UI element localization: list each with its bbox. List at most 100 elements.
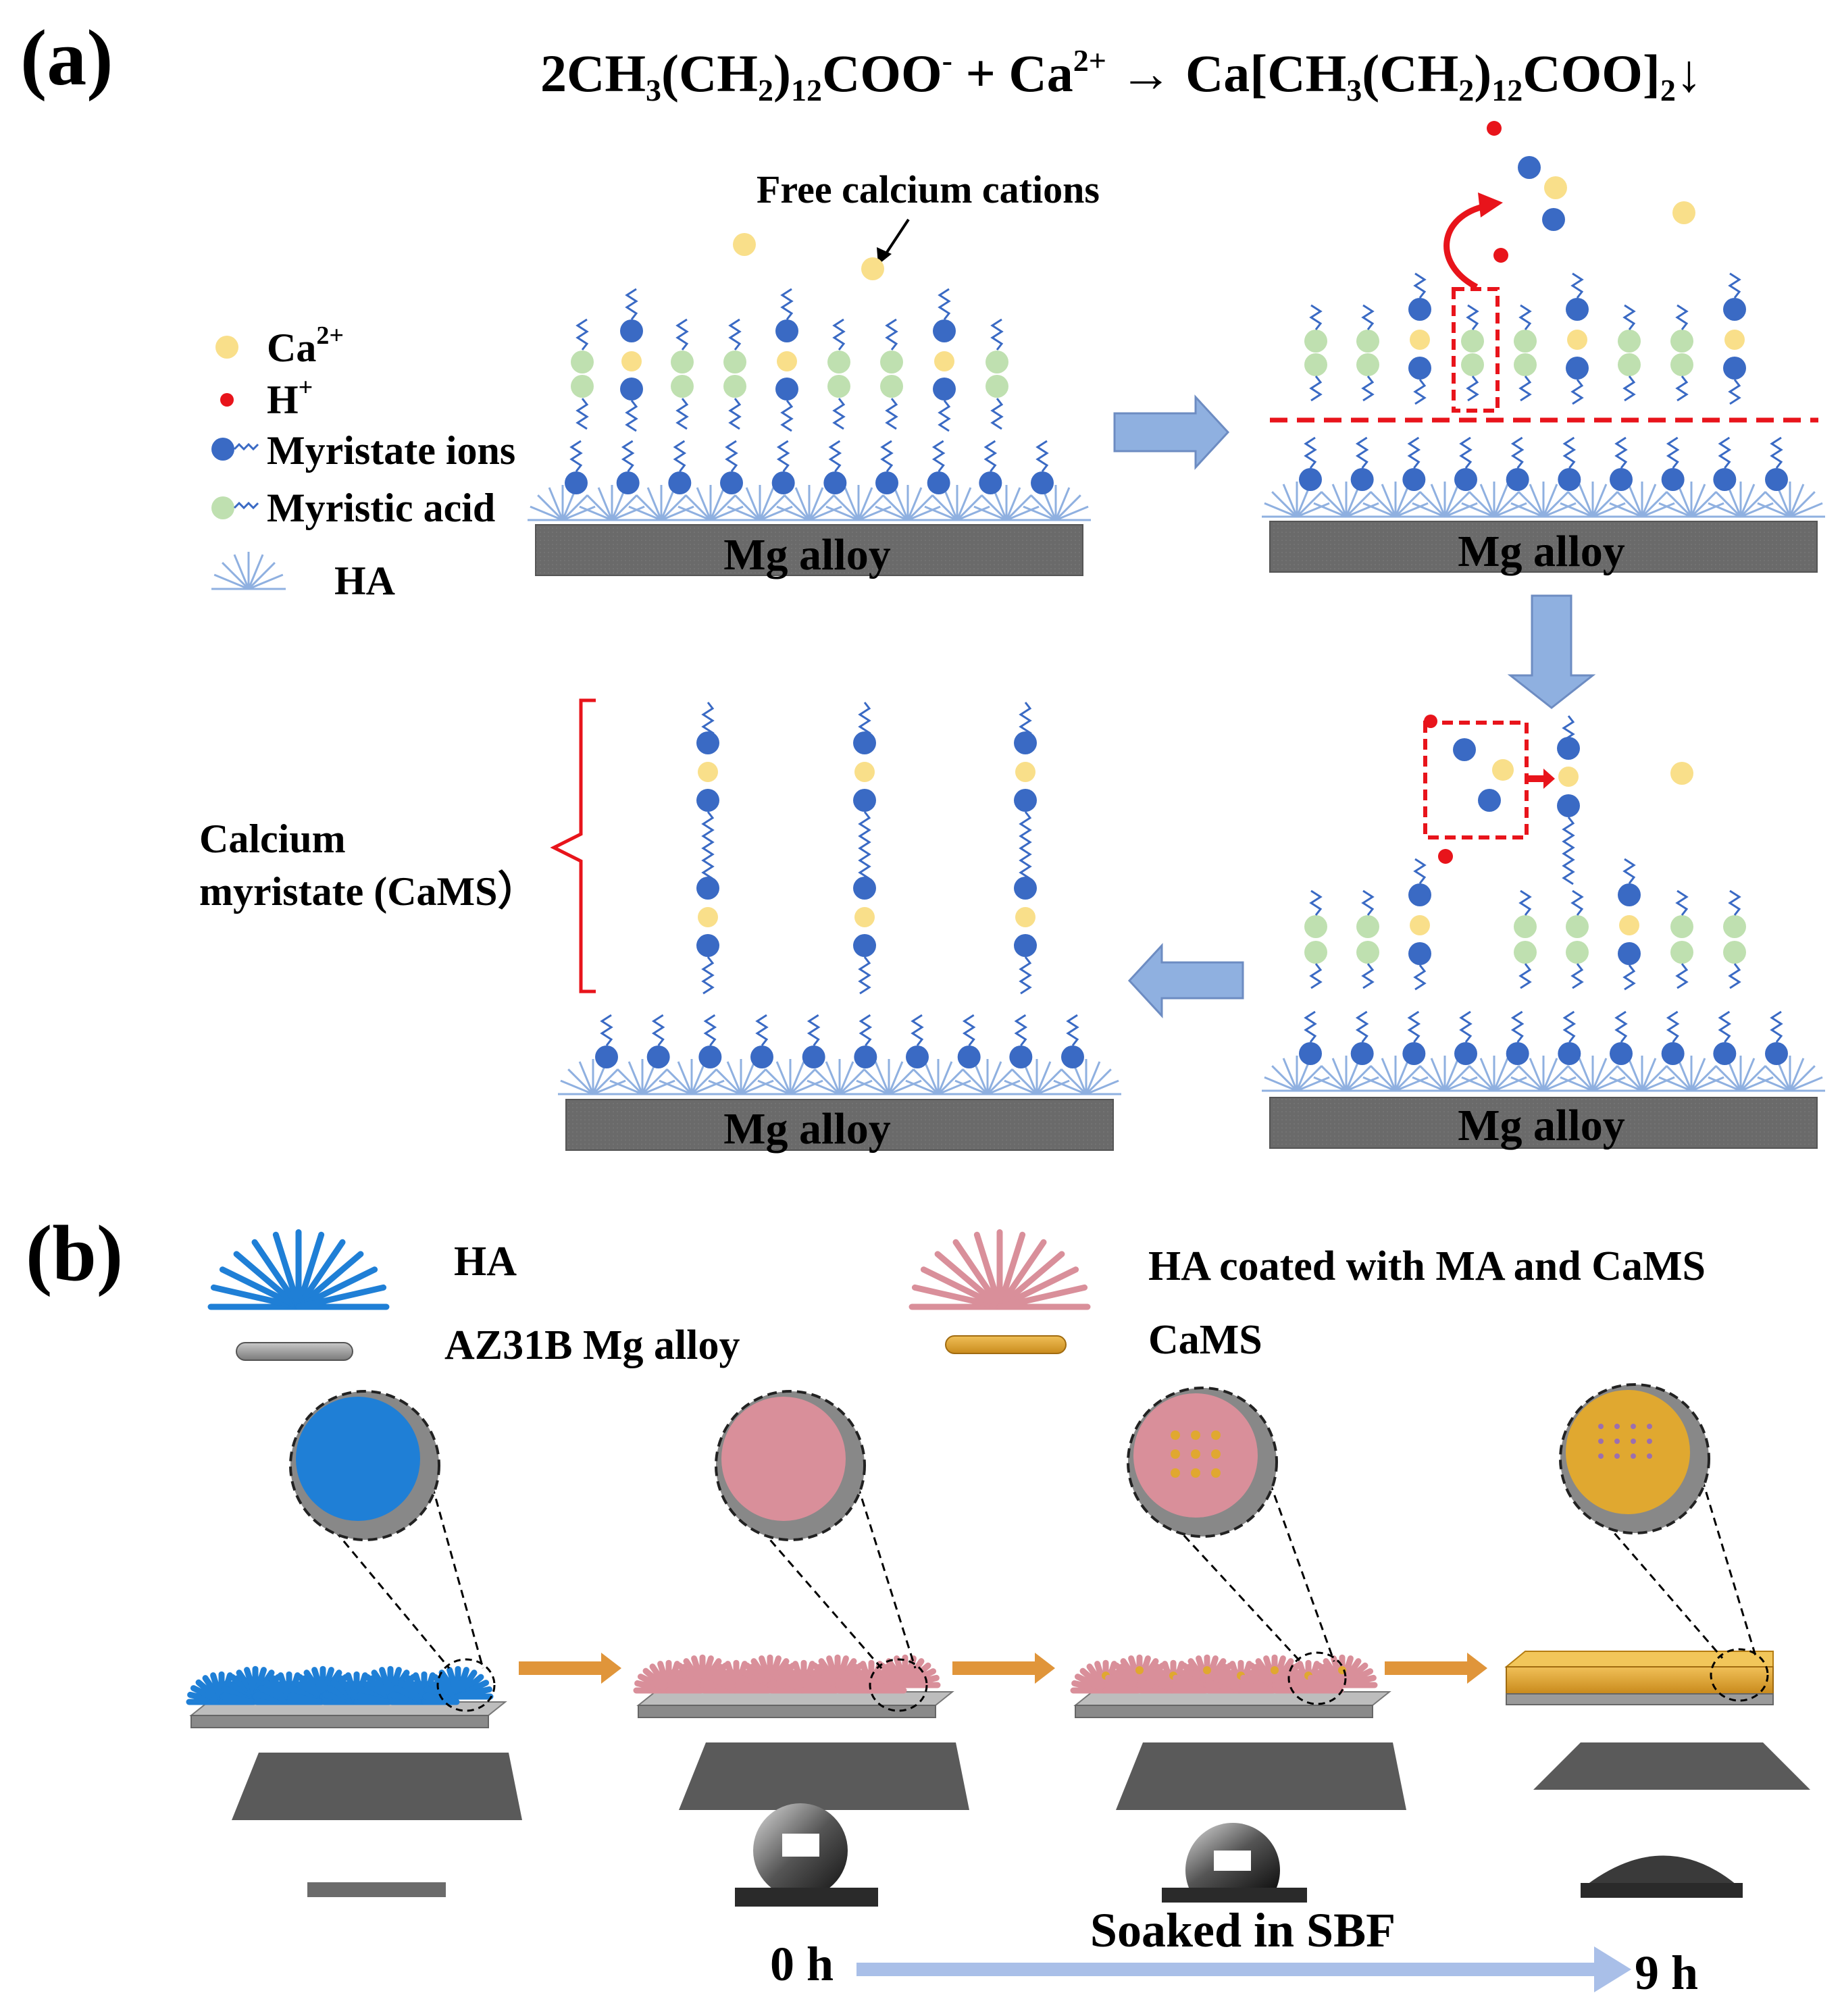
alkyl-tail — [983, 440, 998, 472]
ha-needle — [956, 494, 983, 521]
process-arrow-down — [1507, 594, 1596, 709]
alkyl-tail — [625, 400, 638, 432]
legend-myristate-label: Myristate ions — [267, 428, 515, 473]
ha-rod — [272, 1231, 302, 1310]
alkyl-tail — [1309, 963, 1323, 989]
myristic-acid — [671, 375, 694, 398]
ha-rod — [295, 1251, 364, 1310]
alkyl-tail — [1019, 811, 1032, 880]
myristate-ion — [1618, 942, 1641, 965]
ha-needle — [213, 573, 249, 590]
myristic-acid — [1670, 941, 1693, 964]
legend-myristic-tail — [233, 501, 259, 510]
ha-needle — [1578, 1058, 1594, 1091]
ha-needle — [937, 1068, 964, 1095]
alkyl-tail — [780, 288, 794, 320]
ha-needle — [1567, 491, 1594, 518]
legend-a: Ca2+ H+ Myristate ions Myristic acid HA — [211, 321, 515, 603]
anchored-myristate — [1713, 468, 1737, 491]
ha-needle — [1542, 1058, 1558, 1091]
ha-needle — [1321, 491, 1348, 518]
alkyl-tail — [1570, 963, 1584, 989]
ha-needle — [592, 1079, 626, 1095]
panel-a: (a) 2CH3(CH2)12COO- + Ca2+ → Ca[CH3(CH2)… — [20, 14, 1825, 1154]
ha-rod — [934, 1251, 1003, 1310]
ha-needle — [745, 487, 761, 521]
anchored-myristate — [1350, 468, 1374, 491]
alkyl-tail — [1570, 889, 1584, 916]
alkyl-tail — [962, 1014, 976, 1046]
anchored-myristate — [698, 1045, 722, 1068]
alkyl-tail — [1666, 1010, 1680, 1043]
anchored-myristate — [802, 1045, 825, 1068]
ha-needle — [1430, 484, 1446, 517]
ha-needle — [784, 494, 811, 521]
zoom-content — [1566, 1390, 1690, 1514]
ha-needle — [858, 505, 892, 521]
ca-ion — [934, 351, 954, 371]
myristic-acid — [986, 351, 1008, 373]
ha-needle — [530, 505, 563, 521]
alkyl-tail — [651, 1014, 665, 1046]
ca-ion — [1015, 762, 1035, 782]
alkyl-tail — [1459, 436, 1473, 469]
ha-needle — [938, 1079, 971, 1095]
cams-particle — [1211, 1468, 1221, 1478]
ha-needle — [923, 1061, 940, 1095]
ha-needle — [1370, 491, 1397, 518]
ha-needle — [691, 1079, 725, 1095]
anchored-myristate — [1031, 471, 1054, 494]
ha-needle — [597, 487, 613, 521]
ha-needle — [759, 505, 793, 521]
alkyl-tail — [1562, 1010, 1577, 1043]
myristic-acid — [1356, 353, 1379, 376]
alkyl-tail — [728, 398, 742, 430]
anchored-myristate — [823, 471, 847, 494]
ha-needle — [1560, 1076, 1593, 1092]
zoom-line — [431, 1485, 484, 1669]
myristate-ion — [1723, 298, 1746, 321]
ha-cluster — [1459, 1056, 1529, 1092]
ha-needle — [1493, 1065, 1520, 1092]
ha-needle — [1715, 491, 1742, 518]
ha-needle — [1543, 1076, 1577, 1092]
legend-coated-fan-icon — [909, 1229, 1091, 1310]
ha-rod — [233, 1251, 302, 1310]
zoom-target — [869, 1658, 928, 1712]
ha-needle — [1085, 1061, 1101, 1095]
alkyl-tail — [1309, 889, 1323, 916]
ha-needle — [1493, 491, 1520, 518]
myristic-acid — [1618, 330, 1641, 353]
h-ion — [1487, 121, 1502, 136]
ha-needle — [740, 1079, 774, 1095]
process-arrow-left — [1127, 943, 1244, 1018]
surface-dot — [1614, 1439, 1620, 1444]
ha-needle — [814, 1068, 841, 1095]
anchored-myristate — [1661, 468, 1685, 491]
myristic-acid — [1356, 941, 1379, 964]
ha-needle — [954, 1079, 988, 1095]
contact-image-0h — [735, 1803, 878, 1907]
myristic-acid — [880, 351, 903, 373]
ha-needle — [1085, 1068, 1112, 1095]
alkyl-tail — [1570, 272, 1584, 299]
ha-needle — [1461, 502, 1495, 518]
cams-bracket — [550, 698, 596, 993]
ha-needle — [666, 1068, 693, 1095]
zoom-target — [1710, 1648, 1769, 1702]
alkyl-tail — [728, 318, 742, 351]
ha-needle — [1271, 491, 1298, 518]
ha-needle — [1691, 1076, 1724, 1092]
alkyl-tail — [1413, 272, 1427, 299]
free-ca-ion — [1670, 762, 1693, 785]
anchored-myristate — [616, 471, 640, 494]
ha-needle — [1054, 494, 1081, 521]
anchored-myristate — [565, 471, 588, 494]
ha-needle — [1609, 1076, 1643, 1092]
contact-image-9h — [1581, 1855, 1743, 1898]
ha-needle — [727, 505, 761, 521]
myristate-ion — [1408, 357, 1431, 380]
alkyl-tail — [1413, 379, 1427, 405]
alkyl-tail — [1361, 889, 1375, 916]
myristate-ion — [1518, 156, 1541, 179]
